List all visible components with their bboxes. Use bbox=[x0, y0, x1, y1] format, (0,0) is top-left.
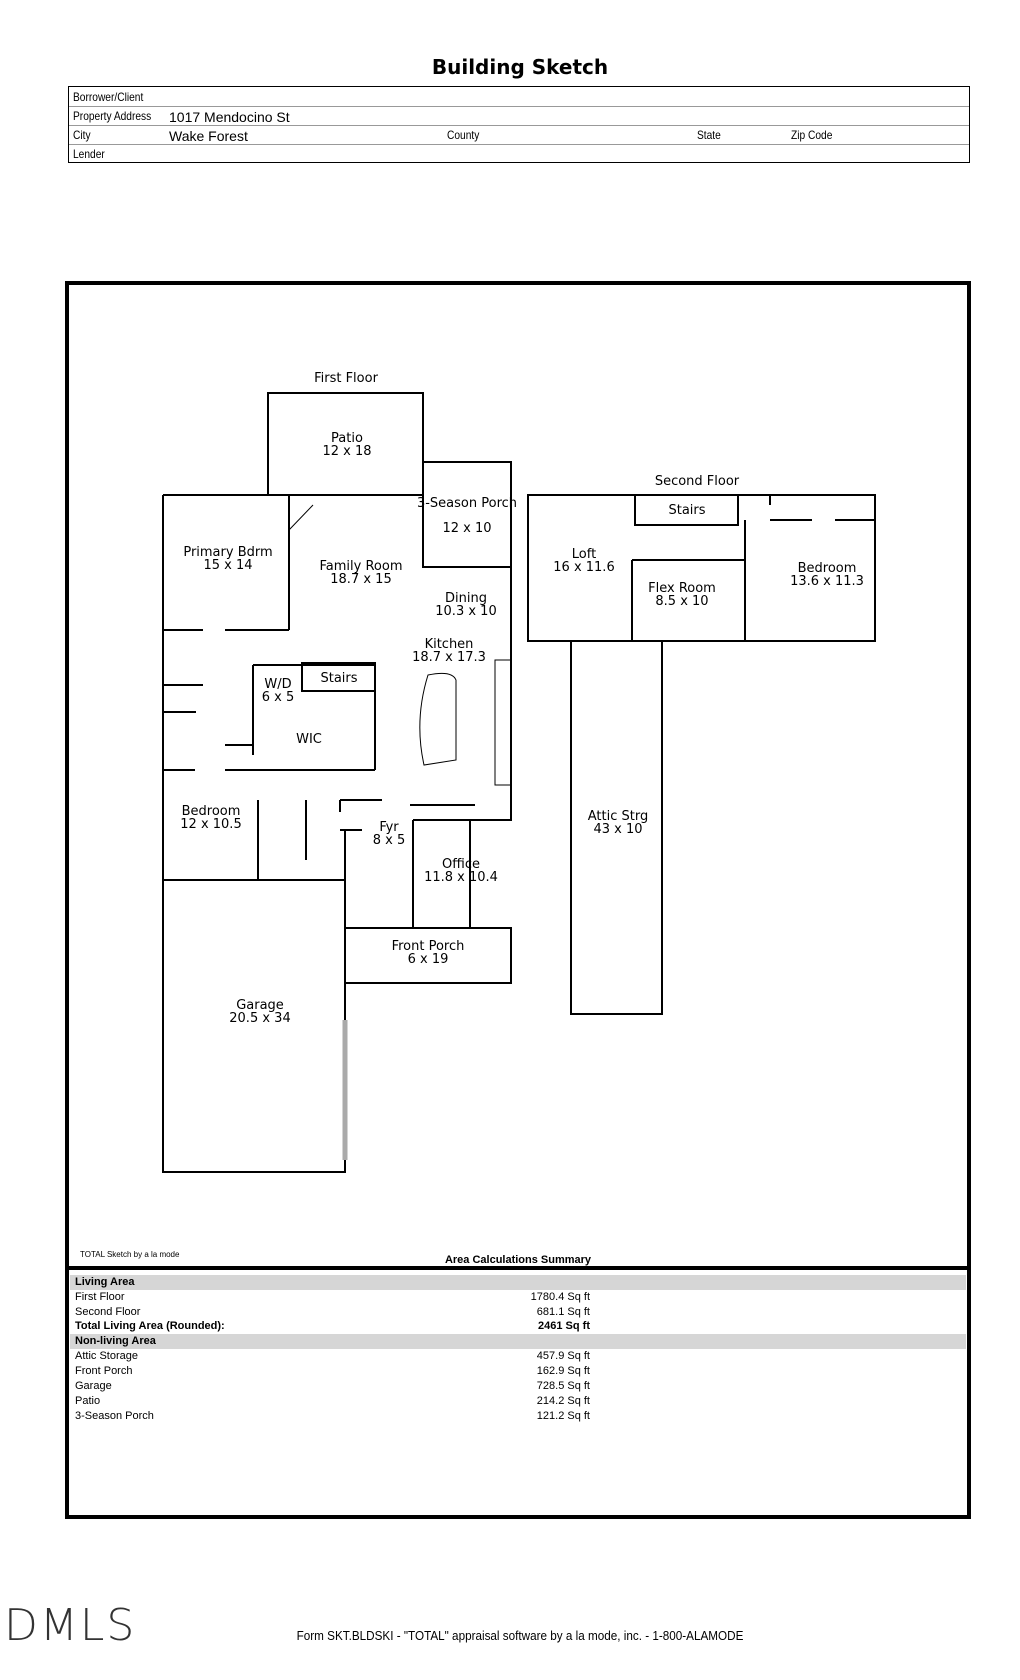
room-dims: 43 x 10 bbox=[593, 822, 642, 837]
county-label: County bbox=[447, 128, 480, 142]
room-name: WIC bbox=[296, 732, 322, 747]
room-dims: 6 x 5 bbox=[262, 690, 295, 705]
summary-title: Area Calculations Summary bbox=[444, 1254, 592, 1266]
room-dims: 8 x 5 bbox=[373, 833, 406, 848]
room-name: Patio bbox=[331, 431, 363, 446]
borrower-label: Borrower/Client bbox=[73, 90, 144, 104]
borrower-row: Borrower/Client bbox=[69, 87, 969, 107]
room-name: Front Porch bbox=[392, 939, 465, 954]
room-name: Flex Room bbox=[648, 581, 716, 596]
city-value: Wake Forest bbox=[169, 128, 248, 144]
room-name: Loft bbox=[572, 547, 596, 562]
first-floor-label: First Floor bbox=[314, 371, 378, 386]
room-dims: 10.3 x 10 bbox=[435, 604, 496, 619]
room-dims: 20.5 x 34 bbox=[229, 1011, 290, 1026]
room-name: Dining bbox=[445, 591, 487, 606]
room-name: Bedroom bbox=[182, 804, 241, 819]
room-dims: 13.6 x 11.3 bbox=[790, 574, 864, 589]
room-name: Fyr bbox=[379, 820, 399, 835]
room-dims: 11.8 x 10.4 bbox=[424, 870, 498, 885]
room-dims: 12 x 10 bbox=[442, 521, 491, 536]
room-dims: 18.7 x 17.3 bbox=[412, 650, 486, 665]
page-title: Building Sketch bbox=[431, 55, 609, 79]
lender-label: Lender bbox=[73, 147, 105, 161]
room-name: Stairs bbox=[668, 503, 705, 518]
lender-row: Lender bbox=[69, 144, 969, 163]
address-row: Property Address 1017 Mendocino St bbox=[69, 106, 969, 126]
living-area-header: Living Area bbox=[70, 1275, 966, 1290]
city-label: City bbox=[73, 128, 91, 142]
dmls-logo: DMLS bbox=[4, 1600, 137, 1651]
room-name: Office bbox=[442, 857, 480, 872]
room-dims: 8.5 x 10 bbox=[655, 594, 708, 609]
property-header-table: Borrower/Client Property Address 1017 Me… bbox=[68, 86, 970, 163]
room-name: W/D bbox=[264, 677, 291, 692]
room-name: Bedroom bbox=[798, 561, 857, 576]
porch-outline bbox=[422, 461, 512, 568]
room-name: Attic Strg bbox=[588, 809, 648, 824]
second-floor-label: Second Floor bbox=[655, 474, 740, 489]
room-name: Garage bbox=[236, 998, 284, 1013]
room-name: Kitchen bbox=[425, 637, 474, 652]
room-dims: 6 x 19 bbox=[408, 952, 449, 967]
room-dims: 16 x 11.6 bbox=[553, 560, 614, 575]
summary-divider bbox=[65, 1266, 971, 1270]
room-name: 3-Season Porch bbox=[417, 496, 517, 511]
total-living-row: Total Living Area (Rounded):2461 Sq ft bbox=[75, 1320, 590, 1332]
room-name: Stairs bbox=[320, 671, 357, 686]
room-name: Primary Bdrm bbox=[183, 545, 272, 560]
room-dims: 12 x 18 bbox=[322, 444, 371, 459]
room-dims: 12 x 10.5 bbox=[180, 817, 241, 832]
zip-label: Zip Code bbox=[791, 128, 833, 142]
sketch-frame bbox=[65, 281, 971, 1519]
room-dims: 18.7 x 15 bbox=[330, 572, 391, 587]
nonliving-area-header: Non-living Area bbox=[70, 1334, 966, 1349]
attic-outline bbox=[570, 640, 663, 1015]
garage-outline bbox=[162, 879, 346, 1173]
form-footer: Form SKT.BLDSKI - "TOTAL" appraisal soft… bbox=[296, 1628, 744, 1643]
room-dims: 15 x 14 bbox=[203, 558, 252, 573]
city-row: City Wake Forest County State Zip Code bbox=[69, 125, 969, 145]
room-name: Family Room bbox=[320, 559, 403, 574]
address-label: Property Address bbox=[73, 109, 152, 123]
state-label: State bbox=[697, 128, 721, 142]
address-value: 1017 Mendocino St bbox=[169, 109, 290, 125]
sketch-credit: TOTAL Sketch by a la mode bbox=[80, 1250, 180, 1259]
